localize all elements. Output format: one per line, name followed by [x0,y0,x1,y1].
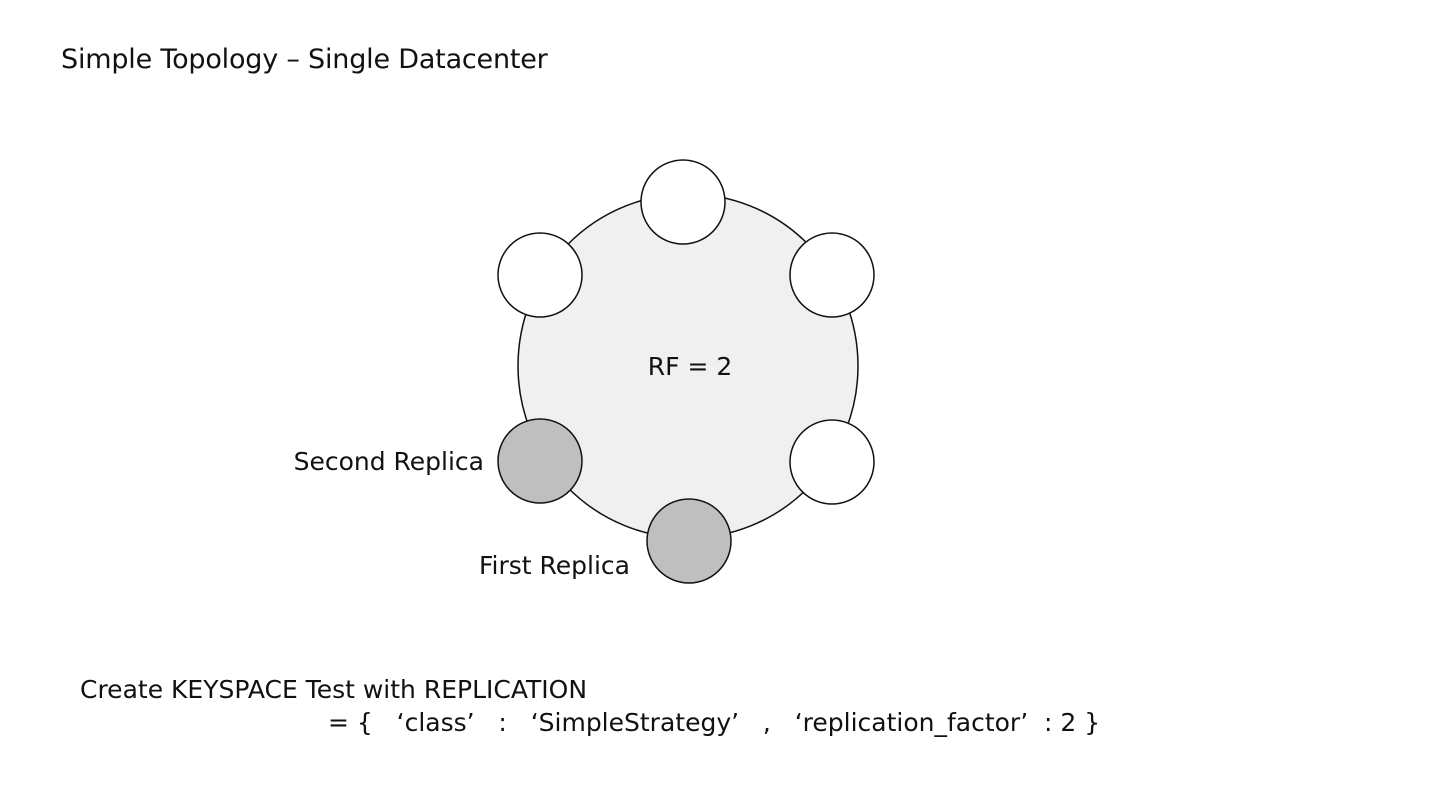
node-top [640,159,726,245]
slide-title: Simple Topology – Single Datacenter [61,44,548,75]
node-bottom [646,498,732,584]
cql-statement-line-2: = { ‘class’ : ‘SimpleStrategy’ , ‘replic… [328,708,1101,737]
replication-factor-label: RF = 2 [648,352,733,381]
cql-statement-line-1: Create KEYSPACE Test with REPLICATION [80,675,588,704]
node-lower-right [789,419,875,505]
first-replica-label: First Replica [479,551,630,580]
node-upper-left [497,232,583,318]
node-lower-left [497,418,583,504]
node-upper-right [789,232,875,318]
second-replica-label: Second Replica [294,447,484,476]
